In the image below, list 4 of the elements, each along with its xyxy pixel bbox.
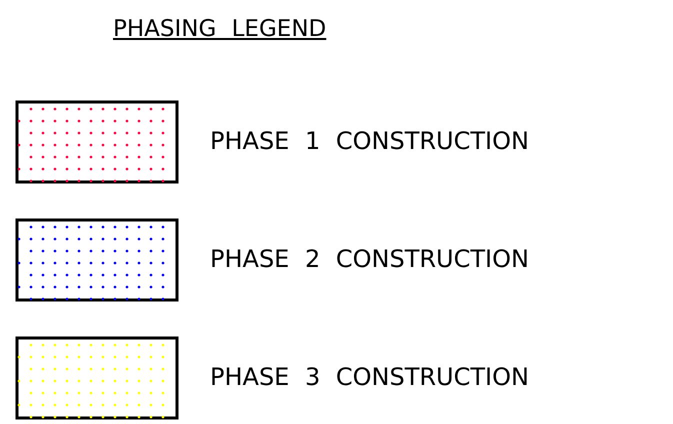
legend-label: PHASE 1 CONSTRUCTION (210, 127, 529, 155)
legend-title: PHASING LEGEND (113, 16, 326, 42)
legend-label: PHASE 2 CONSTRUCTION (210, 245, 529, 273)
legend-label: PHASE 3 CONSTRUCTION (210, 363, 529, 391)
